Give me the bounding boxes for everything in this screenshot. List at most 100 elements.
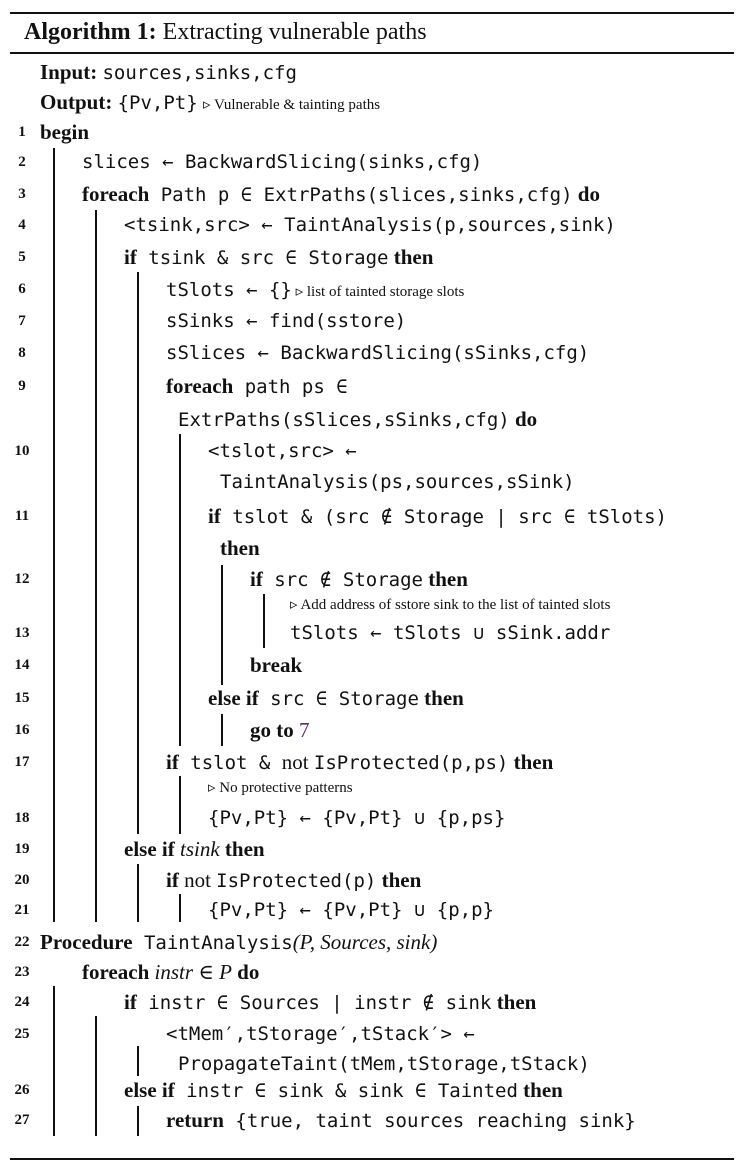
line-number: 8 [18, 345, 26, 361]
line-24: 24 if instr ∈ Sources | instr ∉ sink the… [0, 986, 750, 1018]
keyword-then: then [219, 837, 265, 861]
output-comment: ▹ Vulnerable & tainting paths [202, 97, 381, 113]
code: tsink & src ∈ Storage [136, 247, 389, 269]
indent-guide-else-if-src [221, 714, 223, 746]
variable-italic: instr ∈ P [149, 960, 232, 984]
top-rule [10, 12, 734, 14]
line-number: 17 [14, 754, 30, 770]
keyword-else-if: else if [124, 837, 175, 861]
code-call: IsProtected(p,ps) [313, 752, 509, 774]
procedure-name: TaintAnalysis [132, 932, 293, 954]
line-27: 27 return {true, taint sources reaching … [0, 1104, 750, 1136]
line-number: 21 [14, 902, 30, 918]
line-20: 20 if not IsProtected(p) then [0, 864, 750, 896]
line-25: 25 <tMem′,tStorage′,tStack′> ← [0, 1018, 750, 1050]
line-number: 27 [14, 1112, 30, 1128]
indent-guide-else-if-tsink [137, 864, 139, 922]
code: PropagateTaint(tMem,tStorage,tStack) [178, 1053, 590, 1075]
indent-guide-foreach [95, 210, 97, 922]
keyword-if: if [166, 868, 179, 892]
line-17: 17 if tslot & not IsProtected(p,ps) then [0, 746, 750, 778]
output-value: {Pv,Pt} [117, 92, 198, 114]
algorithm-label: Algorithm 1: [24, 19, 157, 45]
line-number: 9 [18, 378, 26, 394]
line-number: 18 [14, 810, 30, 826]
line-number: 23 [14, 964, 30, 980]
line-17-comment: ▹ No protective patterns [0, 772, 750, 804]
line-number: 19 [14, 841, 30, 857]
code: src ∉ Storage [262, 569, 423, 591]
line-1: 1 begin [0, 116, 750, 148]
code: <tsink,src> ← TaintAnalysis(p,sources,si… [124, 214, 616, 236]
comment: ▹ No protective patterns [208, 780, 353, 796]
code: tSlots ← tSlots ∪ sSink.addr [290, 622, 611, 644]
keyword-else-if: else if [208, 686, 259, 710]
keyword-then: then [491, 990, 537, 1014]
code: instr ∈ Sources | instr ∉ sink [136, 992, 492, 1014]
procedure-params: (P, Sources, sink) [292, 930, 438, 954]
code: tSlots ← {} [166, 279, 292, 301]
input-line: Input: sources,sinks,cfg [0, 56, 750, 88]
keyword-procedure: Procedure [40, 930, 133, 954]
line-number: 24 [14, 994, 30, 1010]
line-number: 12 [14, 571, 30, 587]
line-11-continued: then [0, 532, 750, 564]
line-7: 7 sSinks ← find(sstore) [0, 305, 750, 337]
code: <tslot,src> ← [208, 440, 357, 462]
code: slices ← BackwardSlicing(sinks,cfg) [82, 151, 483, 173]
indent-guide-if-tsink [137, 272, 139, 834]
code: src ∈ Storage [258, 688, 419, 710]
line-number: 25 [14, 1026, 30, 1042]
code: ps ∈ [301, 376, 348, 398]
keyword-foreach: foreach [82, 182, 150, 206]
keyword-then: then [388, 245, 434, 269]
line-number: 11 [14, 508, 30, 524]
code: {Pv,Pt} ← {Pv,Pt} ∪ {p,p} [208, 899, 494, 921]
line-number: 6 [18, 281, 26, 297]
line-16: 16 go to 7 [0, 714, 750, 746]
line-9: 9 foreach path ps ∈ [0, 370, 750, 402]
keyword-foreach: foreach [82, 960, 150, 984]
indent-guide-begin [53, 148, 55, 922]
indent-guide-if-src [263, 594, 265, 648]
indent-guide-if-protected [179, 776, 181, 834]
line-15: 15 else if src ∈ Storage then [0, 682, 750, 714]
keyword-then: then [376, 868, 422, 892]
line-4: 4 <tsink,src> ← TaintAnalysis(p,sources,… [0, 209, 750, 241]
code: ExtrPaths(sSlices,sSinks,cfg) [178, 409, 510, 431]
comment: ▹ Add address of sstore sink to the list… [290, 597, 611, 613]
code: {Pv,Pt} ← {Pv,Pt} ∪ {p,ps} [208, 807, 506, 829]
indent-guide-foreach-ps [179, 434, 181, 746]
algorithm-title: Algorithm 1: Extracting vulnerable paths [24, 14, 427, 50]
line-2: 2 slices ← BackwardSlicing(sinks,cfg) [0, 146, 750, 178]
input-keyword: Input: [40, 60, 98, 84]
line-26: 26 else if instr ∈ sink & sink ∈ Tainted… [0, 1074, 750, 1106]
line-number: 26 [14, 1082, 30, 1098]
code-prefix: Path [149, 184, 218, 206]
line-number: 7 [18, 313, 26, 329]
keyword-foreach: foreach [166, 374, 234, 398]
bottom-rule [10, 1158, 734, 1160]
indent-guide-procedure [53, 986, 55, 1136]
line-18: 18 {Pv,Pt} ← {Pv,Pt} ∪ {p,ps} [0, 802, 750, 834]
keyword-return: return [166, 1108, 224, 1132]
line-23: 23 foreach instr ∈ P do [0, 956, 750, 988]
line-reference-link[interactable]: 7 [293, 718, 310, 742]
keyword-else-if: else if [124, 1078, 175, 1102]
code: tslot & (src ∉ Storage | src ∈ tSlots) [220, 506, 667, 528]
output-line: Output: {Pv,Pt} ▹ Vulnerable & tainting … [0, 86, 750, 118]
line-number: 20 [14, 872, 30, 888]
code: <tMem′,tStorage′,tStack′> ← [166, 1023, 475, 1045]
line-number: 3 [18, 186, 26, 202]
keyword-if: if [250, 567, 263, 591]
line-number: 14 [14, 657, 30, 673]
keyword-if: if [208, 504, 221, 528]
keyword-begin: begin [40, 120, 90, 144]
input-value: sources,sinks,cfg [102, 62, 297, 84]
keyword-do: do [231, 960, 260, 984]
line-number: 1 [18, 124, 26, 140]
code: TaintAnalysis(ps,sources,sSink) [220, 471, 575, 493]
code-call: IsProtected(p) [216, 870, 377, 892]
code: tslot & [178, 752, 282, 774]
comment: ▹ list of tainted storage slots [291, 284, 465, 300]
